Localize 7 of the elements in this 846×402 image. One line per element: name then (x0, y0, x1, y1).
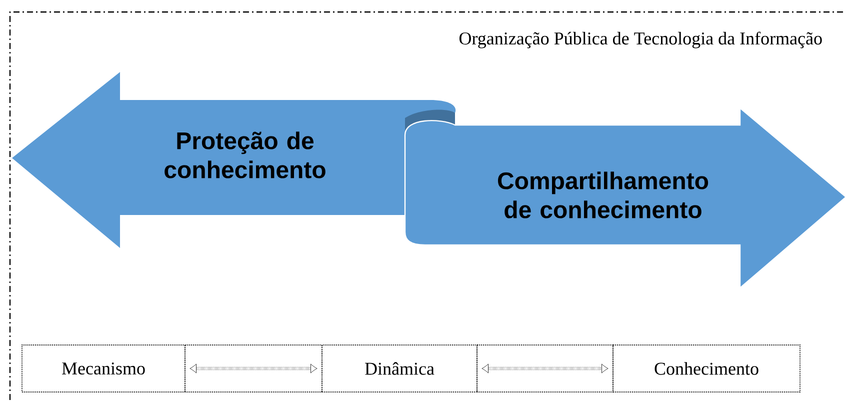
double-arrow (482, 364, 608, 374)
double-arrow (190, 364, 318, 374)
table-cell: Mecanismo (22, 344, 186, 392)
table-cell: Conhecimento (612, 344, 800, 392)
table-cell: Dinâmica (322, 344, 478, 392)
title: Organização Pública de Tecnologia da Informação (459, 32, 822, 48)
node-label: Proteção de conhecimento (164, 132, 326, 178)
